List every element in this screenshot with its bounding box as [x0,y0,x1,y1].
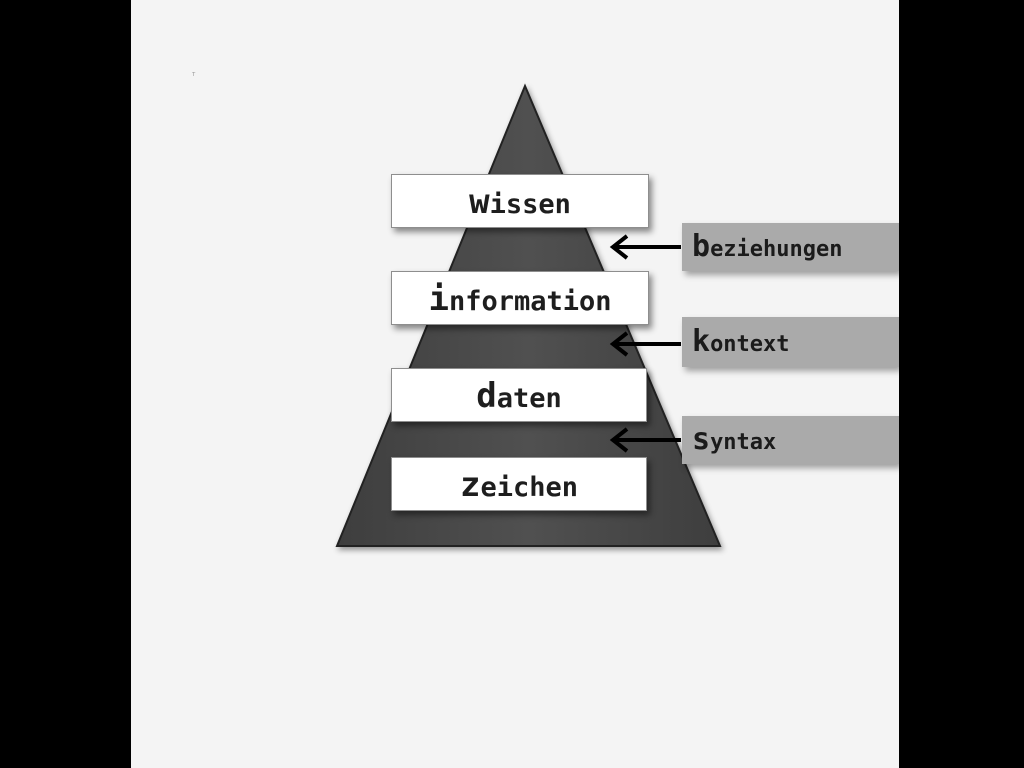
level-information: information [391,271,649,325]
tag-syntax-initial: s [692,422,711,457]
slide: ᵀ wissen information daten zeichen [131,0,899,768]
level-daten-rest: aten [496,383,562,414]
tag-syntax-rest: yntax [710,430,777,455]
tag-syntax: syntax [682,416,899,464]
level-daten-initial: d [476,376,497,416]
tag-kontext-initial: k [692,324,711,359]
level-zeichen-initial: z [459,465,481,505]
arrow-left-icon [609,427,681,453]
tag-beziehungen-initial: b [692,229,711,264]
tag-kontext: kontext [682,317,899,367]
tag-beziehungen-rest: eziehungen [710,237,843,262]
corner-mark: ᵀ [191,72,197,82]
arrow-left-icon [609,331,681,357]
level-zeichen: zeichen [391,457,647,511]
level-zeichen-rest: eichen [480,472,579,503]
arrow-left-icon [609,234,681,260]
level-information-initial: i [428,279,449,319]
level-wissen: wissen [391,174,649,228]
level-wissen-initial: w [469,182,490,222]
level-wissen-rest: issen [489,189,571,220]
tag-beziehungen: beziehungen [682,223,899,271]
level-daten: daten [391,368,647,422]
level-information-rest: nformation [448,286,612,317]
tag-kontext-rest: ontext [710,332,790,357]
